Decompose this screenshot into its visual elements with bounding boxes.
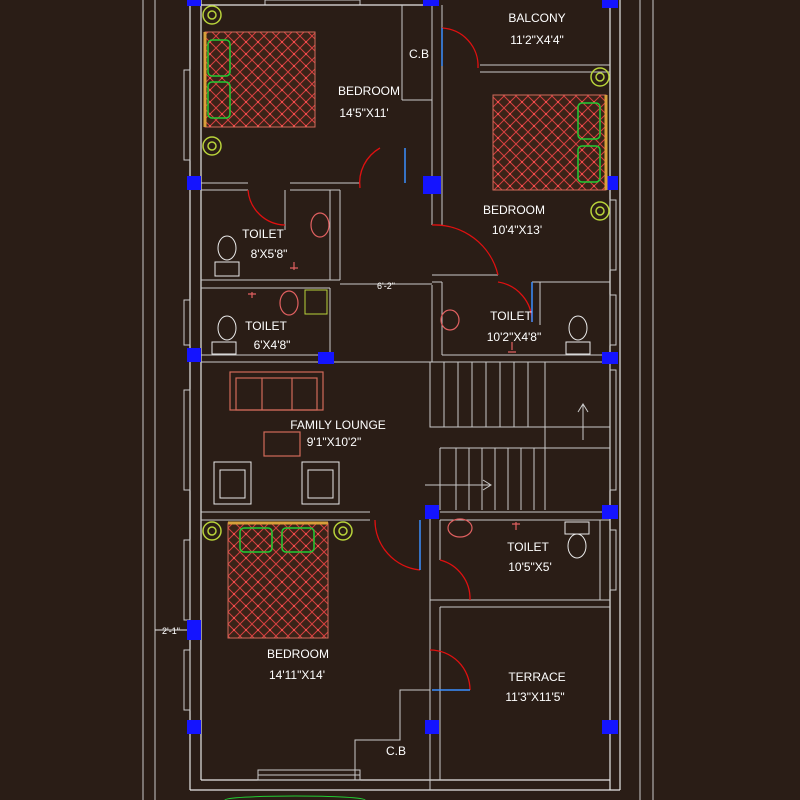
bedroom-1-size: 14'5"X11' <box>339 106 388 120</box>
family-lounge-size: 9'1"X10'2" <box>307 435 361 449</box>
bedroom-3-size: 14'11"X14' <box>269 668 325 682</box>
bedside-lamps <box>202 5 610 541</box>
bedroom-2-size: 10'4"X13' <box>492 223 542 237</box>
toilet-2-name: TOILET <box>245 319 287 333</box>
bed-bedroom-2 <box>492 94 608 191</box>
bottom-path-mark <box>224 795 366 800</box>
toilet-1-size: 8'X5'8" <box>251 247 288 261</box>
lounge-chairs <box>213 461 340 505</box>
toilet-3-name: TOILET <box>490 309 532 323</box>
door-swings <box>247 27 533 691</box>
wash-basins <box>248 212 520 538</box>
terrace-size: 11'3"X11'5" <box>505 690 564 704</box>
lounge-furniture <box>229 371 324 457</box>
plot-boundary <box>142 0 654 800</box>
toilet-4-size: 10'5"X5' <box>508 560 552 574</box>
family-lounge-name: FAMILY LOUNGE <box>290 418 386 432</box>
shower-tray <box>304 289 328 315</box>
room-labels: BALCONY 11'2"X4'4" C.B BEDROOM 14'5"X11'… <box>162 11 566 758</box>
toilet-3-size: 10'2"X4'8" <box>487 330 541 344</box>
bed-bedroom-1 <box>203 31 316 128</box>
balcony-size: 11'2"X4'4" <box>510 33 564 47</box>
terrace-name: TERRACE <box>508 670 565 684</box>
bed-bedroom-3 <box>227 521 329 639</box>
staircase <box>425 362 589 510</box>
side-windows <box>183 69 617 711</box>
toilet-2-size: 6'X4'8" <box>254 338 291 352</box>
sanitary-fixtures <box>211 235 591 559</box>
bedroom-2-name: BEDROOM <box>483 203 545 217</box>
balcony-name: BALCONY <box>508 11 565 25</box>
toilet-1-name: TOILET <box>242 227 284 241</box>
corridor-dimension: 6'-2" <box>377 281 395 291</box>
side-offset-dimension: 2'-1" <box>162 626 180 636</box>
cb-bottom-label: C.B <box>386 744 406 758</box>
bedroom-1-name: BEDROOM <box>338 84 400 98</box>
toilet-4-name: TOILET <box>507 540 549 554</box>
cb-top-label: C.B <box>409 47 429 61</box>
bedroom-3-name: BEDROOM <box>267 647 329 661</box>
